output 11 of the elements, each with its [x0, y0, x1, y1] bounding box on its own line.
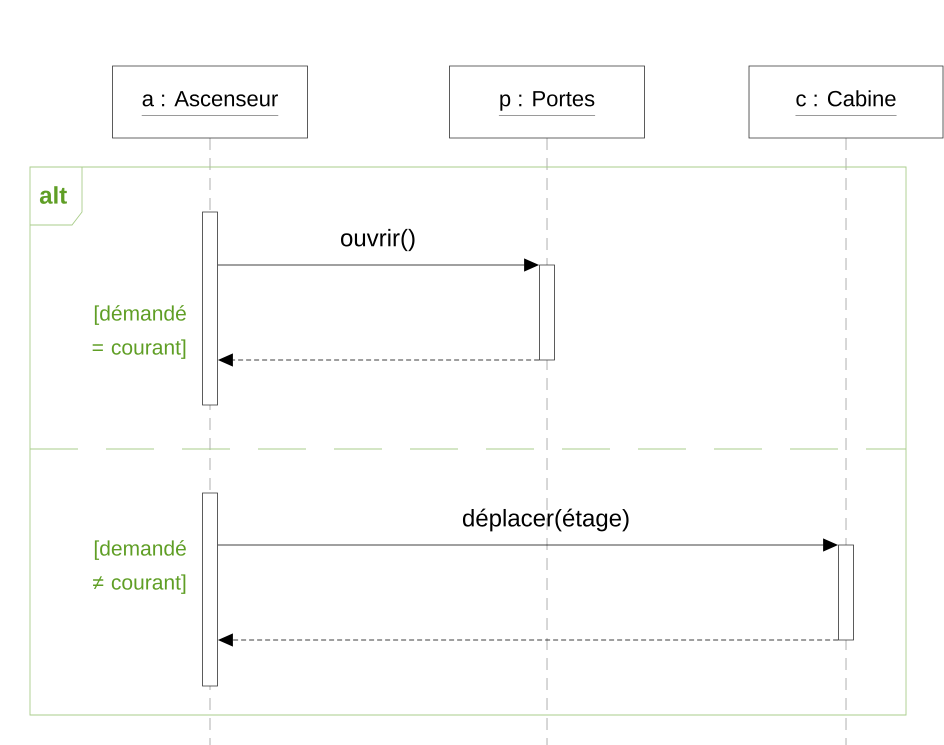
object-box: p : Portes: [449, 66, 645, 138]
activation-bar: [202, 492, 218, 686]
object-box: c : Cabine: [748, 66, 944, 138]
activation-bar: [838, 544, 854, 640]
activation-bar: [202, 212, 218, 406]
guard-condition: [démandé = courant]: [92, 305, 186, 359]
guard-condition: [demandé ≠ courant]: [93, 540, 186, 594]
message-label: ouvrir(): [341, 228, 414, 252]
object-box: a : Ascenseur: [112, 66, 308, 138]
message-label: déplacer(étage): [462, 508, 629, 532]
activation-bar: [539, 264, 555, 360]
